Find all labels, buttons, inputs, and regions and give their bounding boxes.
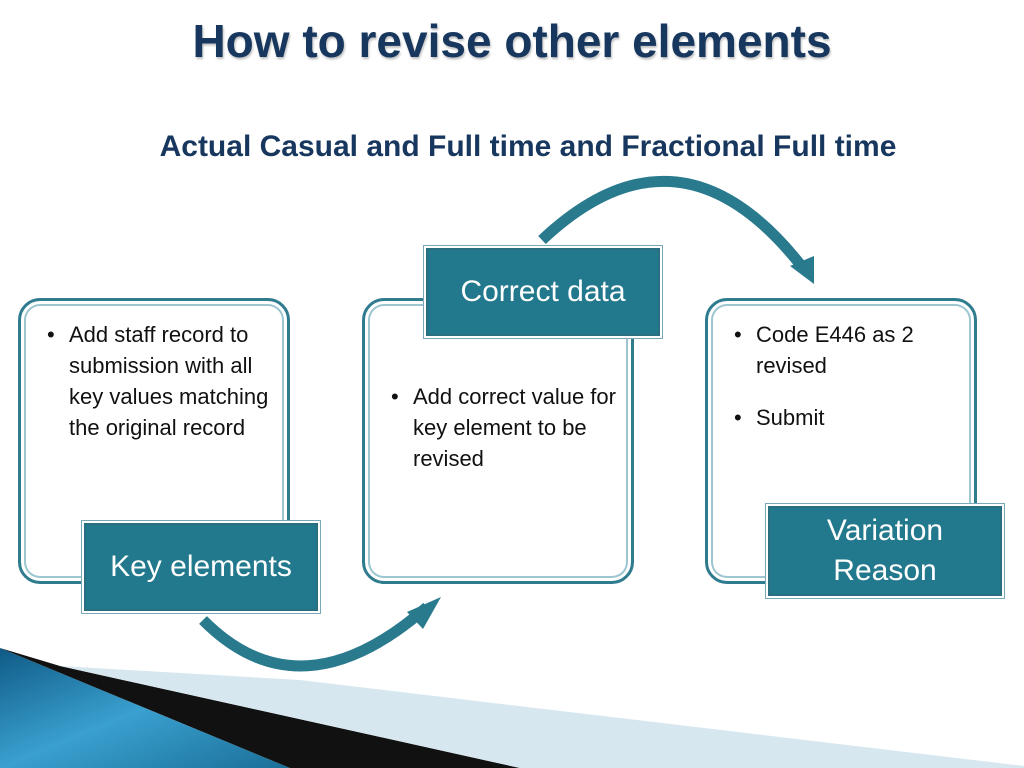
bullet-list: Code E446 as 2 revised Submit <box>734 319 962 433</box>
step-card-correct-data: Add correct value for key element to be … <box>362 298 634 584</box>
label-line: Variation <box>826 514 944 547</box>
bullet-item: Submit <box>734 402 962 433</box>
page-title: How to revise other elements <box>192 15 832 67</box>
bullet-list: Add staff record to submission with all … <box>47 319 277 443</box>
bullet-item: Add staff record to submission with all … <box>47 319 277 443</box>
arrowhead-icon <box>407 597 441 629</box>
arrowhead-icon <box>790 256 814 284</box>
label-variation-reason: Variation Reason <box>768 506 1002 596</box>
bullet-item: Code E446 as 2 revised <box>734 319 962 381</box>
curved-arrow-correct-to-variation <box>538 175 808 272</box>
page-subtitle: Actual Casual and Full time and Fraction… <box>159 130 897 163</box>
bullet-list: Add correct value for key element to be … <box>391 381 619 474</box>
label-correct-data: Correct data <box>426 248 660 336</box>
label-line: Reason <box>833 554 937 587</box>
curved-arrow-key-to-correct <box>199 602 431 672</box>
bullet-item: Add correct value for key element to be … <box>391 381 619 474</box>
label-key-elements: Key elements <box>84 523 318 611</box>
